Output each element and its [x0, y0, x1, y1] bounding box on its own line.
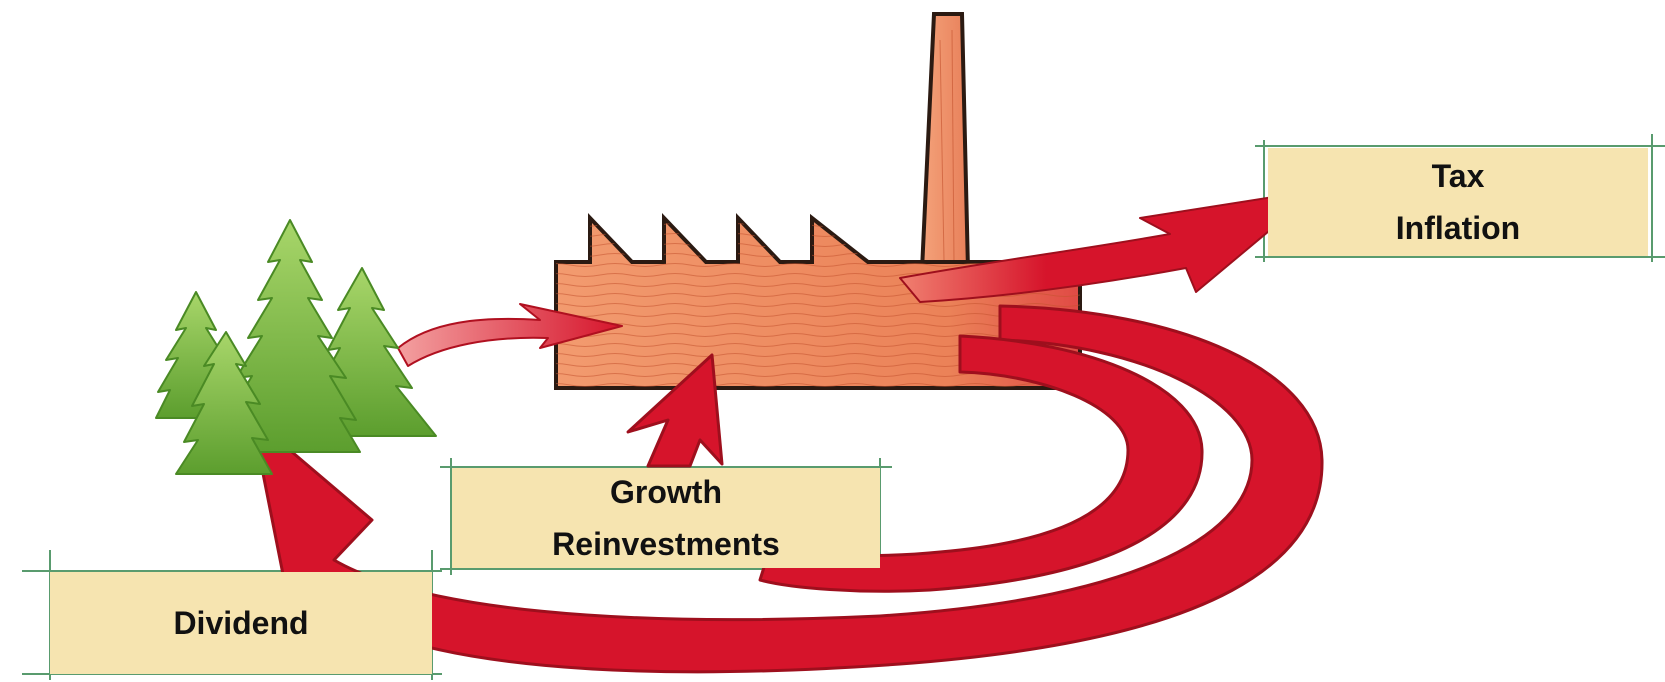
dividend-label: Dividend — [173, 605, 309, 641]
growth-reinvestments-box: Growth Reinvestments — [452, 468, 880, 568]
dividend-box: Dividend — [50, 572, 432, 674]
forest-icon — [155, 219, 437, 475]
inflation-label: Inflation — [1395, 210, 1521, 246]
factory-icon — [554, 213, 1082, 390]
growth-loop-arrow — [758, 334, 1204, 593]
factory-to-tax-arrow — [899, 189, 1319, 303]
tax-label: Tax — [1431, 158, 1485, 194]
reinvestments-label: Reinvestments — [552, 526, 780, 562]
growth-label: Growth — [610, 474, 722, 510]
tax-inflation-box: Tax Inflation — [1268, 148, 1648, 256]
chimney — [919, 12, 971, 272]
trees-to-factory-arrow — [397, 303, 623, 367]
reinvestment-up-arrow — [626, 353, 724, 468]
